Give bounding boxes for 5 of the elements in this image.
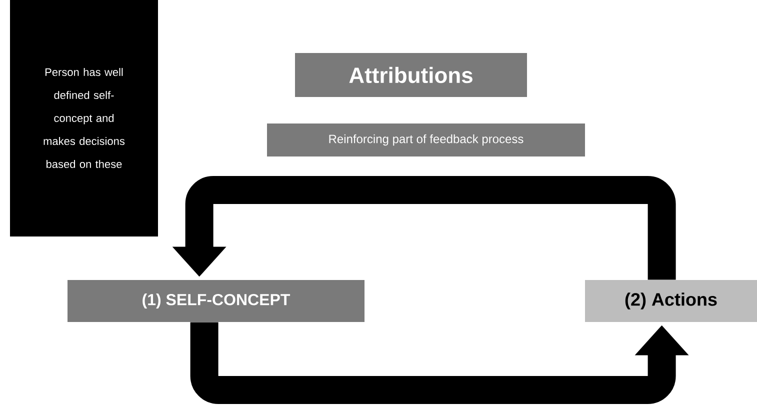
note-box: Person has well defined self-concept and makes decisions based on these: [10, 0, 158, 236]
caption-box: Reinforcing part of feedback process: [267, 124, 585, 156]
action-box: (2) Actions: [585, 280, 757, 322]
title-box: Attributions: [295, 53, 527, 97]
concept-box: (1) SELF-CONCEPT: [68, 280, 364, 322]
